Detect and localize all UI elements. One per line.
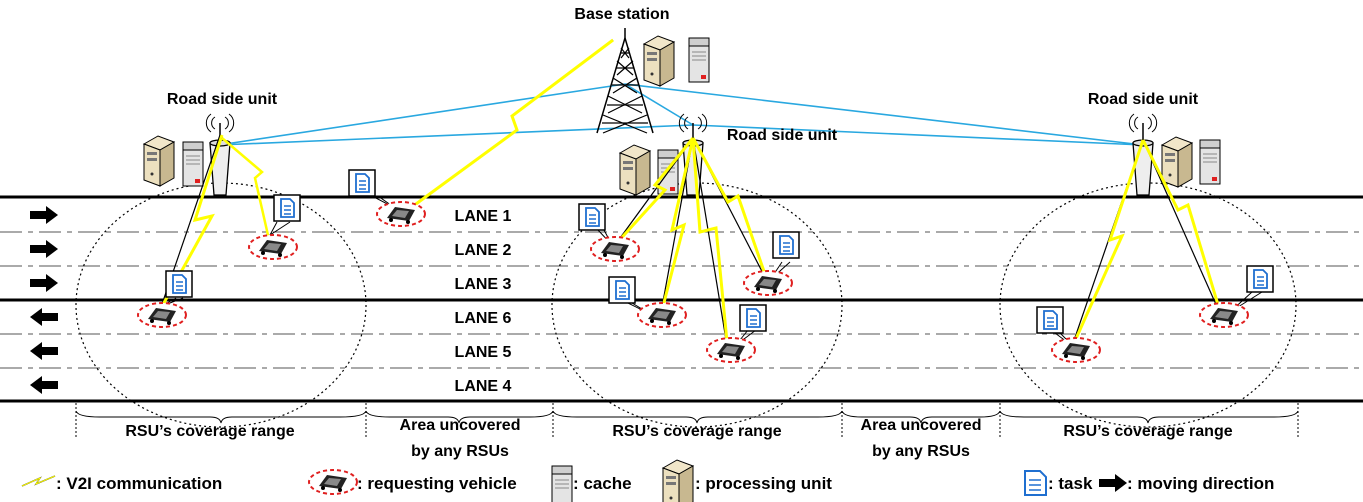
backhaul-links bbox=[218, 83, 1144, 146]
uncovered-area-label: Area uncovered bbox=[400, 417, 521, 434]
rsu-right: Road side unit bbox=[1088, 91, 1221, 196]
requesting-vehicle-icon bbox=[1199, 302, 1249, 328]
rsu-icon bbox=[1128, 113, 1158, 196]
legend-cache: : cache bbox=[551, 465, 632, 502]
arrow-right-icon bbox=[30, 206, 58, 224]
arrow-left-icon bbox=[30, 376, 58, 394]
lane-label: LANE 3 bbox=[455, 276, 512, 293]
requesting-vehicle-icon bbox=[590, 236, 640, 262]
legend-task-label: : task bbox=[1048, 474, 1093, 493]
task-icon bbox=[1246, 265, 1274, 293]
legend-cache-label: : cache bbox=[573, 474, 632, 493]
vehicles bbox=[137, 201, 1249, 363]
lightning-icon bbox=[21, 475, 56, 487]
arrow-right-icon bbox=[30, 274, 58, 292]
uncovered-area-label: by any RSUs bbox=[872, 443, 970, 460]
legend-v2i-label: : V2I communication bbox=[56, 474, 222, 493]
legend-task: : task bbox=[1024, 470, 1093, 496]
legend-vehicle: : requesting vehicle bbox=[308, 469, 517, 495]
task-icon bbox=[739, 304, 767, 332]
legend-processing: : processing unit bbox=[662, 459, 832, 502]
legend-vehicle-label: : requesting vehicle bbox=[357, 474, 517, 493]
processing-unit-icon bbox=[1161, 136, 1193, 188]
rsu-label: Road side unit bbox=[1088, 91, 1199, 108]
base-station: Base station bbox=[574, 6, 710, 134]
rsu-icon bbox=[205, 113, 235, 196]
requesting-vehicle-icon bbox=[1051, 337, 1101, 363]
range-brackets bbox=[75, 401, 1299, 437]
lane-label: LANE 4 bbox=[455, 378, 512, 395]
coverage-areas bbox=[75, 182, 1297, 428]
requesting-vehicle-icon bbox=[137, 302, 187, 328]
v2i-links bbox=[158, 38, 1224, 353]
rsu-label: Road side unit bbox=[727, 127, 838, 144]
task-icon bbox=[348, 169, 376, 197]
task-icon bbox=[772, 231, 800, 259]
task-icon bbox=[1024, 470, 1047, 496]
coverage-range-label: RSU’s coverage range bbox=[125, 423, 294, 440]
lane-label: LANE 1 bbox=[455, 208, 512, 225]
arrow-left-icon bbox=[30, 342, 58, 360]
cache-icon bbox=[1199, 139, 1221, 185]
requesting-vehicle-icon bbox=[308, 469, 358, 495]
legend-direction-label: : moving direction bbox=[1127, 474, 1274, 493]
task-icon bbox=[608, 276, 636, 304]
lane-label: LANE 5 bbox=[455, 344, 512, 361]
cache-icon bbox=[688, 37, 710, 83]
legend-v2i: : V2I communication bbox=[21, 474, 222, 493]
legend-direction: : moving direction bbox=[1099, 474, 1274, 493]
coverage-ellipse bbox=[75, 182, 367, 428]
legend: : V2I communication : requesting vehicle… bbox=[21, 459, 1274, 502]
requesting-vehicle-icon bbox=[248, 234, 298, 260]
requesting-vehicle-icon bbox=[743, 270, 793, 296]
lane-labels: LANE 1 LANE 2 LANE 3 LANE 6 LANE 5 LANE … bbox=[455, 208, 512, 395]
cache-icon bbox=[551, 465, 573, 502]
uncovered-area-label: by any RSUs bbox=[411, 443, 509, 460]
base-station-label: Base station bbox=[574, 6, 669, 23]
road bbox=[0, 195, 1363, 403]
cache-icon bbox=[182, 141, 204, 187]
processing-unit-icon bbox=[619, 144, 651, 196]
task-icon bbox=[578, 203, 606, 231]
arrow-right-icon bbox=[1099, 474, 1127, 492]
lane-label: LANE 2 bbox=[455, 242, 512, 259]
requesting-vehicle-icon bbox=[637, 302, 687, 328]
processing-unit-icon bbox=[143, 135, 175, 187]
processing-unit-icon bbox=[643, 35, 675, 87]
range-labels: RSU’s coverage range Area uncovered by a… bbox=[125, 417, 1232, 460]
rsu-left: Road side unit bbox=[143, 91, 278, 196]
uncovered-area-label: Area uncovered bbox=[861, 417, 982, 434]
coverage-ellipse bbox=[999, 182, 1297, 428]
coverage-range-label: RSU’s coverage range bbox=[1063, 423, 1232, 440]
requesting-vehicle-icon bbox=[376, 201, 426, 227]
lane-label: LANE 6 bbox=[455, 310, 512, 327]
requesting-vehicle-icon bbox=[706, 337, 756, 363]
task-icon bbox=[273, 194, 301, 222]
coverage-range-label: RSU’s coverage range bbox=[612, 423, 781, 440]
arrow-right-icon bbox=[30, 240, 58, 258]
task-icon bbox=[1036, 306, 1064, 334]
rsu-middle: Road side unit bbox=[619, 113, 838, 196]
task-icon bbox=[165, 270, 193, 298]
arrow-left-icon bbox=[30, 308, 58, 326]
processing-unit-icon bbox=[662, 459, 694, 502]
rsu-label: Road side unit bbox=[167, 91, 278, 108]
legend-processing-label: : processing unit bbox=[695, 474, 832, 493]
